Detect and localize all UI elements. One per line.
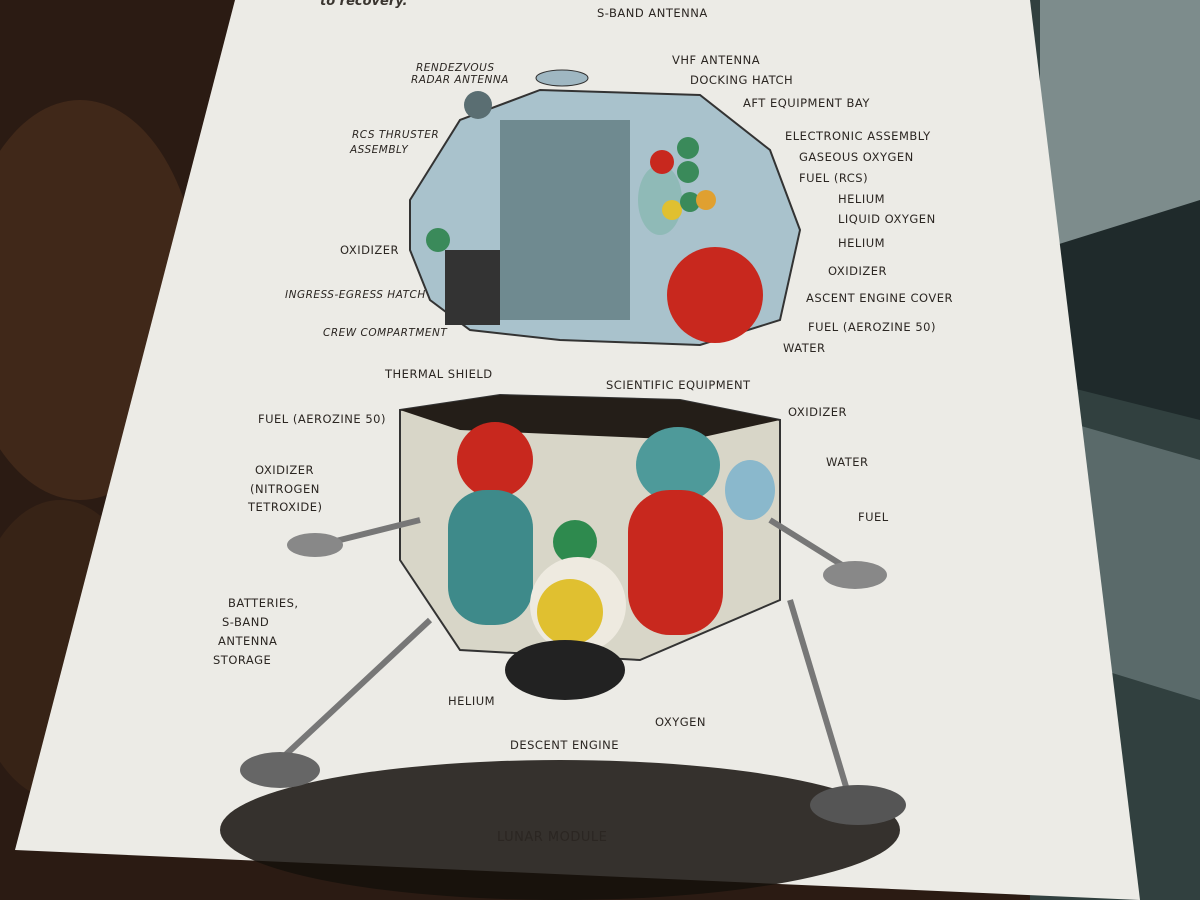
- label-oxidizer: OXIDIZER: [255, 463, 314, 477]
- label-crew-compartment: CREW COMPARTMENT: [323, 327, 448, 339]
- label-ascent-engine-cover: ASCENT ENGINE COVER: [806, 291, 953, 305]
- painting: [1030, 0, 1200, 900]
- label-gaseous-oxygen: GASEOUS OXYGEN: [799, 150, 914, 164]
- label-helium: HELIUM: [838, 192, 886, 206]
- label-radar-antenna: RADAR ANTENNA: [411, 74, 509, 86]
- label-docking-hatch: DOCKING HATCH: [690, 73, 794, 87]
- label-storage: STORAGE: [213, 653, 272, 667]
- label-descent-engine: DESCENT ENGINE: [510, 738, 620, 752]
- label-s-band-antenna: S-BAND ANTENNA: [597, 6, 708, 20]
- label-oxidizer: OXIDIZER: [788, 405, 847, 419]
- label-oxidizer: OXIDIZER: [340, 243, 399, 257]
- label-helium: HELIUM: [838, 236, 886, 250]
- label-electronic-assembly: ELECTRONIC ASSEMBLY: [785, 129, 931, 143]
- label-nitrogen: (NITROGEN: [250, 482, 320, 496]
- label-tetroxide: TETROXIDE): [248, 500, 323, 514]
- label-liquid-oxygen: LIQUID OXYGEN: [838, 212, 936, 226]
- label-aft-equipment-bay: AFT EQUIPMENT BAY: [743, 96, 870, 110]
- label-antenna: ANTENNA: [218, 634, 278, 648]
- label-helium: HELIUM: [448, 694, 496, 708]
- label-water: WATER: [826, 455, 869, 469]
- label-fuel: FUEL: [858, 510, 889, 524]
- label-rcs-thruster: RCS THRUSTER: [352, 129, 440, 141]
- label-rendezvous: RENDEZVOUS: [416, 62, 495, 74]
- label-fuel-aerozine-50: FUEL (AEROZINE 50): [258, 412, 386, 426]
- label-water: WATER: [783, 341, 826, 355]
- label-fuel-aerozine-50: FUEL (AEROZINE 50): [808, 320, 936, 334]
- label-thermal-shield: THERMAL SHIELD: [385, 367, 493, 381]
- label-assembly: ASSEMBLY: [350, 144, 409, 156]
- figure-caption: LUNAR MODULE: [497, 830, 608, 845]
- camera-shadow: [220, 760, 900, 900]
- label-oxygen: OXYGEN: [655, 715, 706, 729]
- label-fuel-rcs: FUEL (RCS): [799, 171, 869, 185]
- label-s-band: S-BAND: [222, 615, 270, 629]
- label-scientific-equipment: SCIENTIFIC EQUIPMENT: [606, 378, 751, 392]
- label-oxidizer: OXIDIZER: [828, 264, 887, 278]
- header-text-fragment: to recovery.: [320, 0, 408, 9]
- label-ingress-egress-hatch: INGRESS-EGRESS HATCH: [285, 289, 426, 301]
- label-vhf-antenna: VHF ANTENNA: [672, 53, 761, 67]
- descent-stage-illustration: [240, 393, 906, 825]
- label-batteries: BATTERIES,: [228, 596, 299, 610]
- ascent-stage-illustration: [409, 69, 802, 347]
